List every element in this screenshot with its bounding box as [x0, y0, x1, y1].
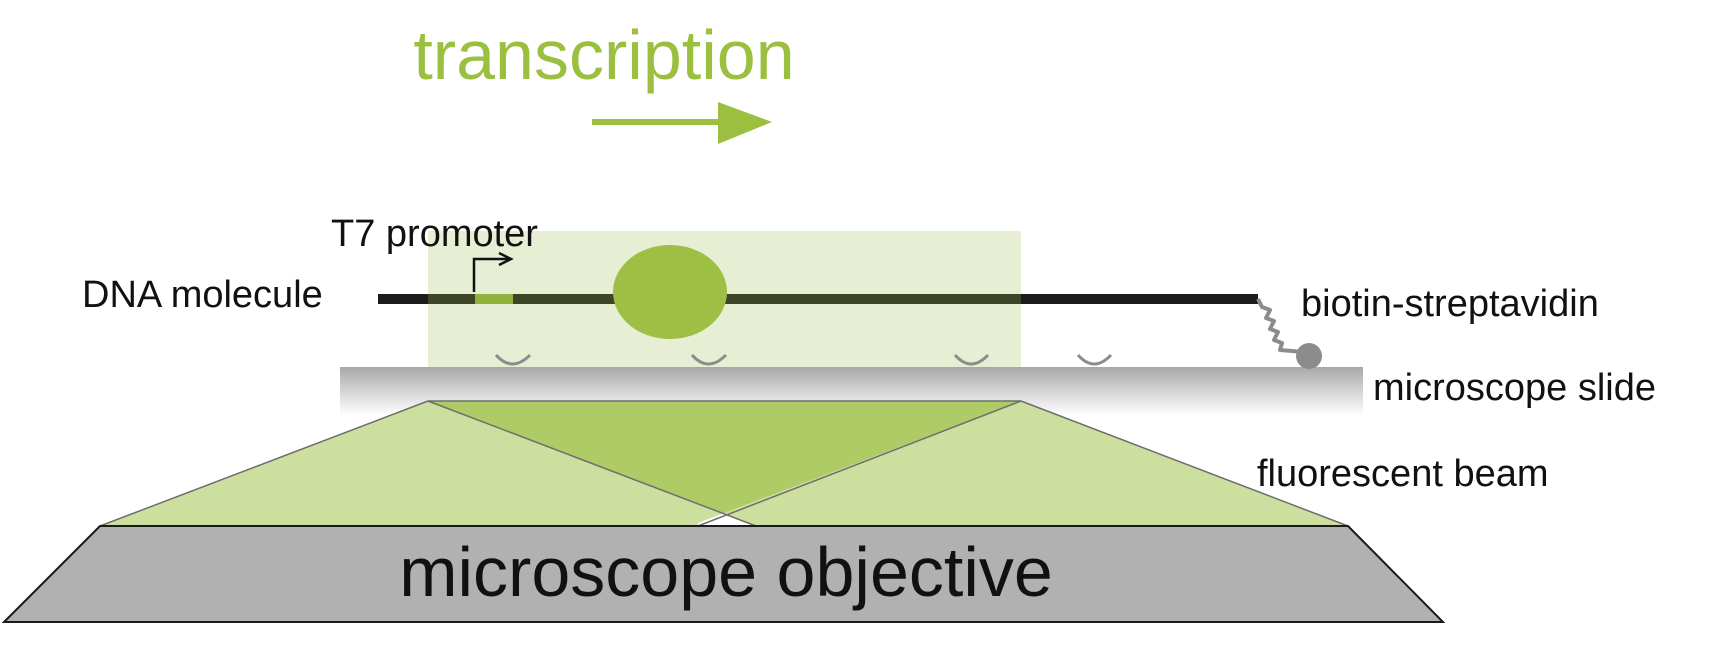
microscope-objective [1, 525, 1446, 623]
dna-molecule-label: DNA molecule [82, 274, 323, 316]
transcription-arrow-icon [592, 102, 772, 144]
microscope-slide-label: microscope slide [1373, 367, 1656, 409]
surface-anchor-icon [494, 353, 1113, 366]
rna-polymerase-icon [613, 245, 727, 339]
biotin-streptavidin-label: biotin-streptavidin [1301, 283, 1599, 325]
fluorescent-beam [99, 400, 1349, 527]
biotin-streptavidin-icon [1256, 298, 1322, 369]
t7-promoter-label: T7 promoter [331, 213, 538, 255]
microscope-objective-label: microscope objective [399, 533, 1053, 611]
t7-promoter-segment [475, 294, 513, 304]
transcription-title: transcription [413, 16, 794, 94]
fluorescent-beam-label: fluorescent beam [1257, 453, 1549, 495]
promoter-arrow-icon [472, 251, 514, 292]
